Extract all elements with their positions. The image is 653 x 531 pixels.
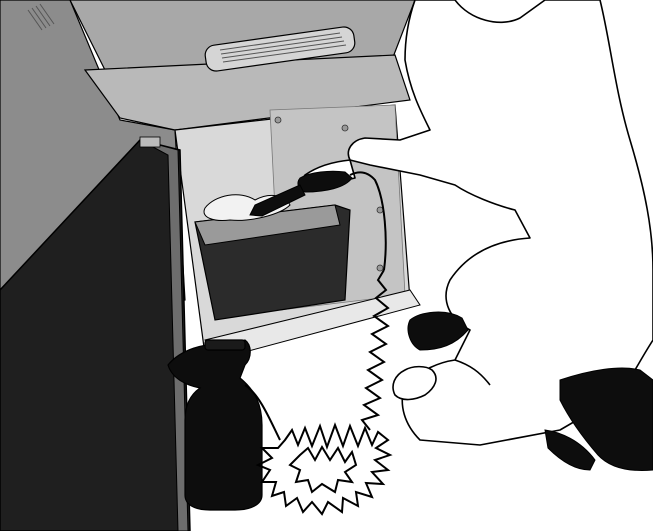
- grease-tray-icon: [195, 195, 350, 320]
- door-hinge-top: [140, 137, 160, 147]
- bottle-cap: [205, 340, 245, 350]
